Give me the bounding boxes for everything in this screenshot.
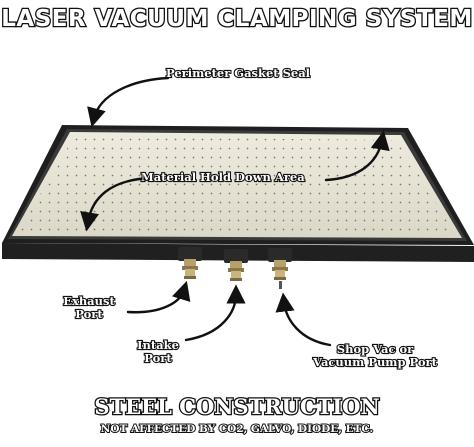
intake-fitting-icon — [224, 249, 248, 281]
arrow-intake-port — [184, 284, 246, 342]
shopvac-port-label: Shop Vac or Vacuum Pump Port — [300, 341, 450, 369]
callout-arrows — [80, 76, 390, 347]
intake-port-line1: Intake — [136, 337, 180, 352]
exhaust-port-label: Exhaust Port — [52, 293, 126, 321]
steel-construction-title: STEEL CONSTRUCTION — [93, 393, 381, 421]
exhaust-port-line2: Port — [74, 306, 104, 321]
exhaust-fitting-icon — [178, 247, 202, 279]
arrow-hold-down-right — [324, 130, 390, 182]
vacuum-table — [2, 125, 474, 262]
fittings — [178, 247, 292, 289]
exhaust-port-line1: Exhaust — [62, 293, 116, 308]
hold-down-area-label: Material Hold Down Area — [140, 169, 306, 184]
shopvac-fitting-icon — [268, 248, 292, 289]
arrow-shopvac-port — [275, 292, 332, 347]
intake-port-line2: Port — [143, 350, 173, 365]
arrow-hold-down-left — [80, 176, 152, 232]
perimeter-gasket-label: Perimeter Gasket Seal — [165, 65, 311, 80]
arrow-perimeter-gasket — [87, 76, 170, 128]
compatibility-subtitle: NOT AFFECTED BY CO2, GALVO, DIODE, ETC. — [100, 422, 374, 436]
shopvac-port-line1: Shop Vac or — [336, 341, 415, 356]
intake-port-label: Intake Port — [128, 337, 188, 365]
page-title: LASER VACUUM CLAMPING SYSTEM — [0, 5, 474, 34]
arrow-exhaust-port — [126, 280, 191, 314]
hole-grid — [18, 137, 455, 234]
shopvac-port-line2: Vacuum Pump Port — [312, 354, 438, 369]
